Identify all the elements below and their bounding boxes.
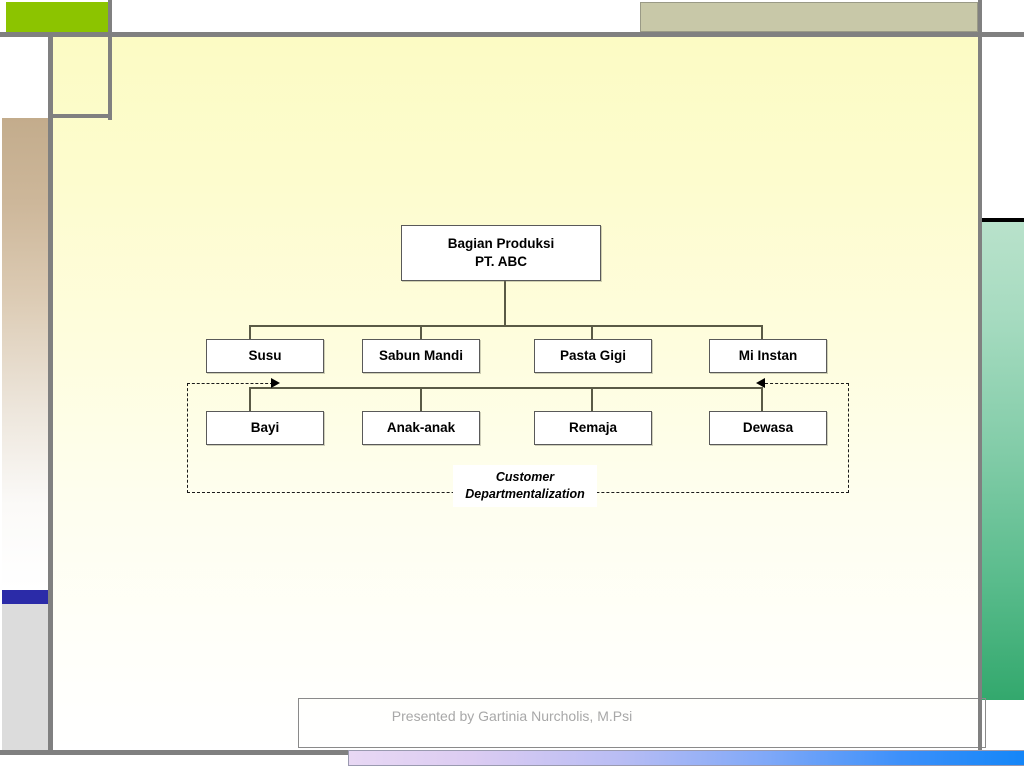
org-node-level1-mi-instan[interactable]: Mi Instan: [709, 339, 827, 373]
connector-drop-level1-1: [249, 325, 251, 351]
decor-right-white-block: [982, 36, 1022, 218]
org-node-label: Dewasa: [742, 419, 794, 435]
org-node-level1-sabun-mandi[interactable]: Sabun Mandi: [362, 339, 480, 373]
connector-drop-level1-2: [420, 325, 422, 351]
connector-drop-level2-2: [420, 387, 422, 413]
frame-line-left-upper: [108, 0, 112, 120]
org-node-label: Sabun Mandi: [379, 347, 463, 363]
org-node-level2-dewasa[interactable]: Dewasa: [709, 411, 827, 445]
connector-drop-level2-4: [761, 387, 763, 413]
arrow-left-icon: [756, 378, 765, 388]
arrow-right-icon: [271, 378, 280, 388]
frame-line-mid: [48, 114, 112, 118]
footer-text: Presented by Gartinia Nurcholis, M.Psi: [391, 708, 633, 724]
decor-top-khaki-bar: [640, 2, 978, 32]
decor-top-green-bar: [6, 2, 110, 32]
org-node-label: Pasta Gigi: [559, 347, 627, 363]
annotation-bracket-top-right: [765, 383, 849, 384]
org-node-level2-bayi[interactable]: Bayi: [206, 411, 324, 445]
decor-top-white-bar: [112, 2, 636, 32]
org-node-label: Bayi: [250, 419, 280, 435]
connector-drop-level1-4: [761, 325, 763, 351]
org-node-root-line2: PT. ABC: [474, 254, 527, 269]
org-node-label: Mi Instan: [738, 347, 798, 363]
frame-line-right: [978, 0, 982, 755]
org-node-label: Remaja: [568, 419, 618, 435]
org-node-root[interactable]: Bagian Produksi PT. ABC: [401, 225, 601, 281]
connector-root-stem: [504, 281, 506, 326]
decor-bottom-gradient-bar: [348, 750, 1024, 766]
connector-bus-level2: [249, 387, 761, 389]
decor-left-gray-block: [2, 604, 48, 754]
annotation-bracket-top-left: [187, 383, 273, 384]
diagram-caption: Customer Departmentalization: [453, 465, 597, 507]
org-node-label: Anak-anak: [386, 419, 456, 435]
decor-left-blue-bar: [2, 590, 48, 604]
org-node-level2-remaja[interactable]: Remaja: [534, 411, 652, 445]
org-node-label: Susu: [248, 347, 282, 363]
diagram-caption-line1: Customer: [495, 470, 555, 485]
frame-line-top: [0, 32, 1024, 37]
connector-bus-level1: [249, 325, 761, 327]
org-node-level1-susu[interactable]: Susu: [206, 339, 324, 373]
org-node-root-line1: Bagian Produksi: [447, 235, 555, 251]
org-node-level1-pasta-gigi[interactable]: Pasta Gigi: [534, 339, 652, 373]
decor-right-bottom-white: [982, 700, 1022, 752]
footer-frame: [298, 698, 986, 748]
decor-right-black-line: [982, 218, 1024, 222]
decor-left-gradient-strip: [2, 118, 48, 590]
decor-top-right-white: [982, 2, 1022, 32]
org-node-level2-anak-anak[interactable]: Anak-anak: [362, 411, 480, 445]
slide-canvas: Bagian Produksi PT. ABC Susu Sabun Mandi…: [53, 37, 978, 750]
frame-line-left: [48, 32, 53, 755]
connector-drop-level2-3: [591, 387, 593, 413]
decor-right-green-strip: [982, 222, 1024, 700]
diagram-caption-line2: Departmentalization: [465, 487, 585, 501]
decor-small-white-box: [2, 36, 48, 118]
connector-drop-level1-3: [591, 325, 593, 351]
connector-drop-level2-1: [249, 387, 251, 413]
